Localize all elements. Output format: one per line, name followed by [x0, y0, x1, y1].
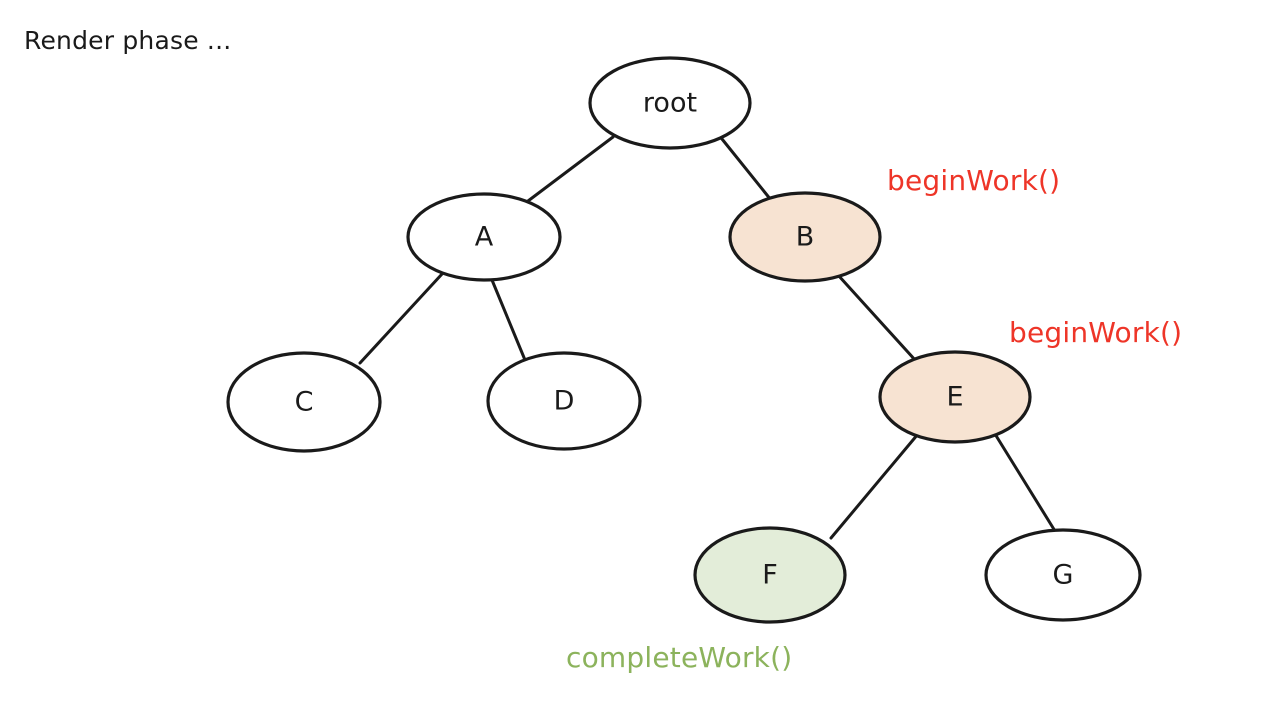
node-label-c: C	[295, 387, 314, 418]
tree-node-b[interactable]: B	[728, 191, 882, 283]
node-label-d: D	[554, 386, 575, 417]
edge-root-to-a	[526, 135, 615, 203]
tree-node-g[interactable]: G	[984, 528, 1142, 622]
edge-root-to-b	[720, 137, 773, 202]
edge-a-to-d	[490, 278, 527, 362]
node-shape-e	[878, 350, 1032, 444]
node-label-a: A	[475, 222, 494, 253]
edge-e-to-f	[829, 432, 920, 540]
edge-b-to-e	[836, 273, 918, 363]
tree-node-a[interactable]: A	[406, 192, 562, 282]
tree-node-c[interactable]: C	[226, 351, 382, 453]
node-shape-f	[693, 526, 847, 624]
node-shape-b	[728, 191, 882, 283]
edges-group	[358, 135, 1057, 540]
annotation-begin-work-e: beginWork()	[1009, 316, 1183, 349]
annotation-complete-work-f: completeWork()	[566, 641, 793, 674]
edge-e-to-g	[993, 432, 1057, 533]
tree-node-e[interactable]: E	[878, 350, 1032, 444]
node-label-root: root	[643, 88, 697, 119]
tree-node-root[interactable]: root	[588, 56, 752, 150]
node-label-e: E	[946, 382, 963, 413]
edge-a-to-c	[358, 272, 444, 365]
node-shape-a	[406, 192, 562, 282]
tree-node-d[interactable]: D	[486, 351, 642, 451]
node-label-b: B	[796, 222, 815, 253]
node-shape-root	[588, 56, 752, 150]
node-label-g: G	[1053, 560, 1074, 591]
page-title: Render phase ...	[24, 26, 232, 55]
node-shape-g	[984, 528, 1142, 622]
tree-node-f[interactable]: F	[693, 526, 847, 624]
annotation-begin-work-b: beginWork()	[887, 164, 1061, 197]
node-shape-c	[226, 351, 382, 453]
node-shape-d	[486, 351, 642, 451]
node-label-f: F	[762, 560, 778, 591]
